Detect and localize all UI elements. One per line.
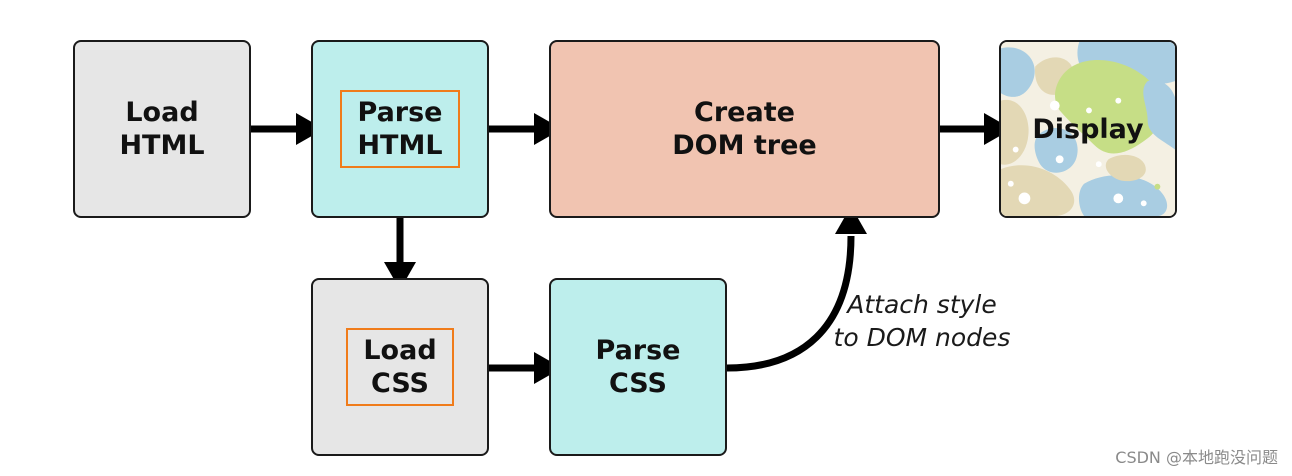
- display-label: Display: [1032, 113, 1144, 145]
- display-box: Display: [999, 40, 1177, 218]
- watermark: CSDN @本地跑没问题: [1115, 448, 1278, 467]
- load-html-box: Load HTML: [73, 40, 251, 218]
- load-html-label: Load HTML: [119, 97, 205, 161]
- display-illustration: [1001, 42, 1175, 216]
- parse-css-box: Parse CSS: [549, 278, 727, 456]
- create-dom-tree-label: Create DOM tree: [672, 97, 817, 161]
- attach-style-annotation: Attach style to DOM nodes: [833, 290, 1011, 352]
- create-dom-tree-box: Create DOM tree: [549, 40, 940, 218]
- parse-html-box: Parse HTML: [311, 40, 489, 218]
- load-css-box: Load CSS: [311, 278, 489, 456]
- parse-html-label: Parse HTML: [340, 90, 460, 168]
- load-css-label: Load CSS: [346, 328, 454, 406]
- parse-css-label: Parse CSS: [595, 335, 681, 399]
